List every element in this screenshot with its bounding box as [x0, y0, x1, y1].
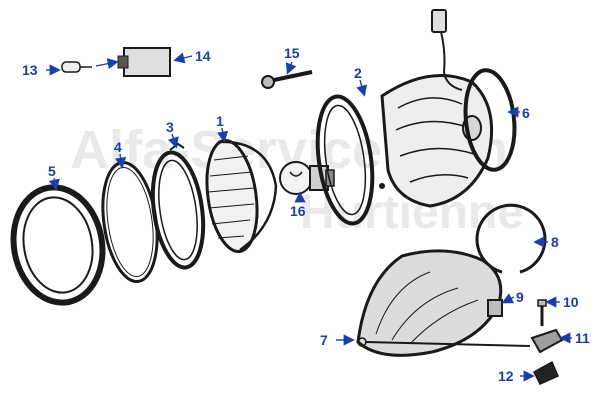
part-11-bracket [530, 328, 564, 354]
callout-1: 1 [216, 113, 224, 129]
part-13-small-bulb [61, 61, 92, 73]
part-5-outer-rim [10, 184, 106, 306]
callout-12: 12 [498, 368, 514, 384]
callout-3: 3 [166, 119, 174, 135]
callout-9: 9 [516, 289, 524, 305]
callout-10: 10 [563, 294, 579, 310]
callout-15: 15 [284, 45, 300, 61]
callout-labels: 1 2 3 4 5 6 7 8 9 10 11 12 13 14 15 16 [22, 45, 590, 384]
part-8-wire-ring [475, 203, 547, 274]
callout-4: 4 [114, 139, 122, 155]
callout-2: 2 [354, 65, 362, 81]
part-14-bulb-socket [117, 47, 171, 77]
callout-6: 6 [522, 105, 530, 121]
callout-11: 11 [575, 330, 590, 346]
part-9-clip [487, 299, 503, 317]
callout-8: 8 [551, 234, 559, 250]
leader-lines [46, 52, 572, 382]
callout-16: 16 [290, 203, 306, 219]
callout-13: 13 [22, 62, 38, 78]
part-12-rubber-pad [533, 360, 559, 385]
part-15-adjusting-screw [261, 70, 313, 89]
callout-14: 14 [195, 48, 211, 64]
callout-5: 5 [48, 163, 56, 179]
part-7-cover-hood [356, 249, 531, 357]
part-2-reflector-housing [315, 94, 385, 226]
callout-7: 7 [320, 332, 328, 348]
part-10-screw [537, 299, 547, 326]
part-16-bulb-holder [279, 161, 335, 195]
